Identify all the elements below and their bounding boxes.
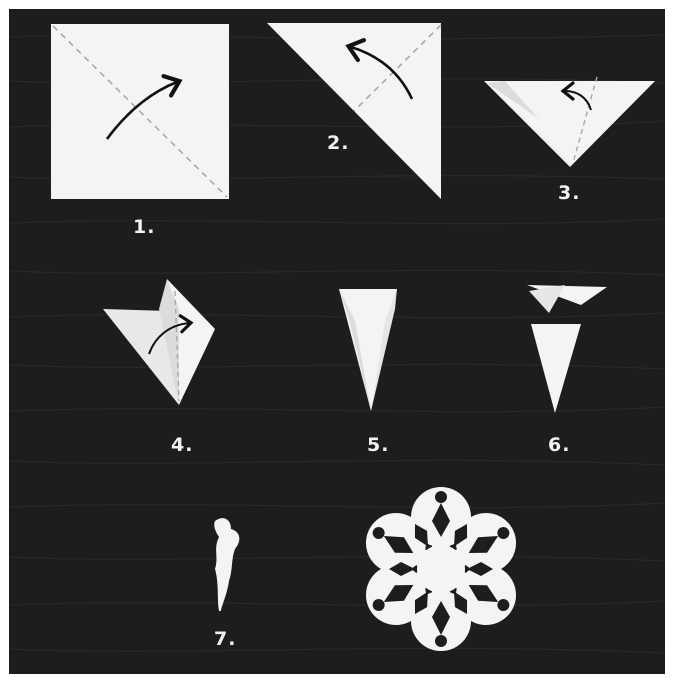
step-1-label: 1. (133, 216, 155, 238)
step-1-square-paper (51, 24, 229, 199)
step-5-label: 5. (367, 434, 389, 456)
step-7-label: 7. (214, 628, 236, 650)
step-3-label: 3. (558, 182, 580, 204)
snowflake-instructions-photo: 1. 2. 3. 4. 5. 6. 7. (9, 9, 665, 674)
step-6-label: 6. (548, 434, 570, 456)
step-4-label: 4. (171, 434, 193, 456)
step-2-label: 2. (327, 132, 349, 154)
